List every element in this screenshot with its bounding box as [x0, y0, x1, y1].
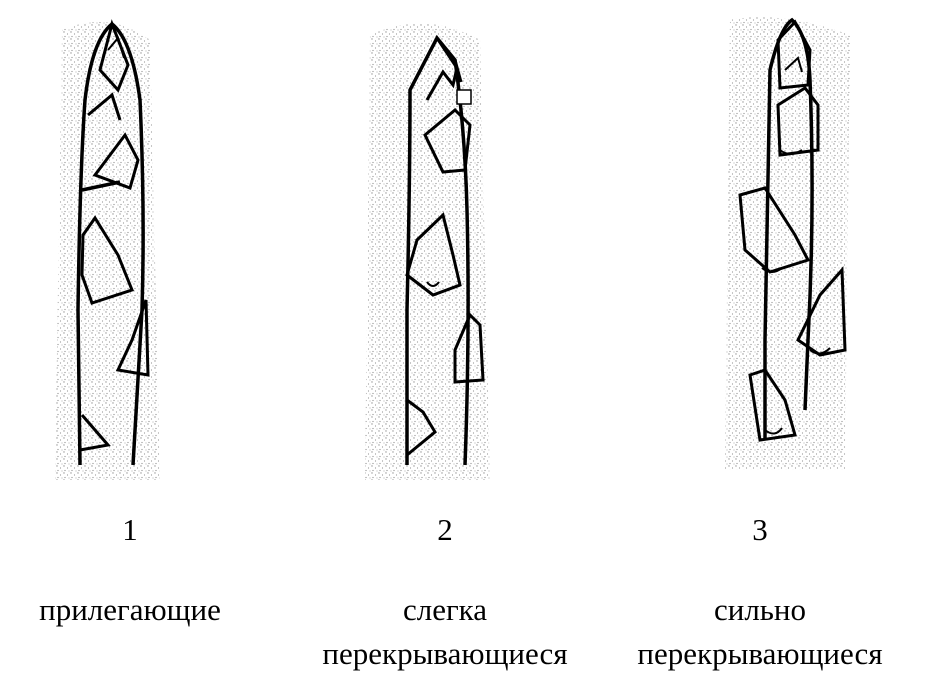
asparagus-spear-adjacent-drawing	[0, 10, 260, 480]
panel-caption: сильно перекрывающиеся	[630, 588, 890, 676]
panel-slightly-overlapping: 2 слегка перекрывающиеся	[315, 0, 575, 667]
panel-number: 3	[630, 512, 890, 548]
panel-caption: прилегающие	[0, 588, 260, 632]
panel-number: 1	[0, 512, 260, 548]
panel-caption: слегка перекрывающиеся	[315, 588, 575, 676]
panel-adjacent: 1 прилегающие	[0, 0, 260, 667]
asparagus-spear-slightly-overlapping-drawing	[315, 10, 575, 480]
panel-number: 2	[315, 512, 575, 548]
asparagus-spear-strongly-overlapping-drawing	[630, 10, 890, 480]
panel-strongly-overlapping: 3 сильно перекрывающиеся	[630, 0, 890, 667]
